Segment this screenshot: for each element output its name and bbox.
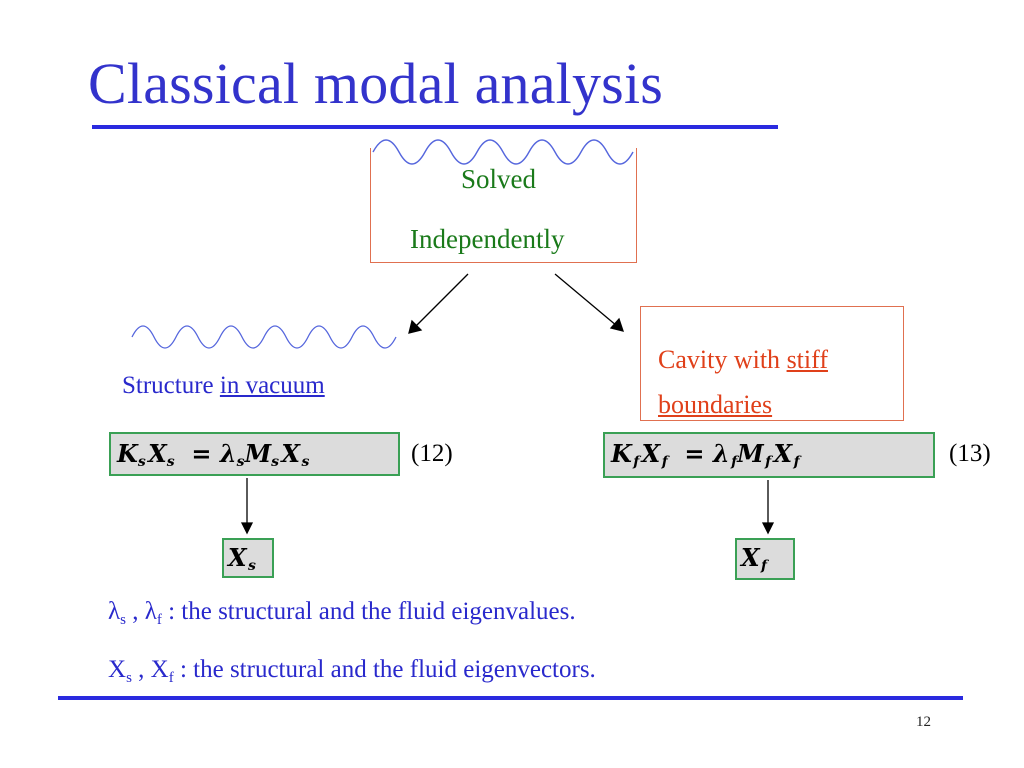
footer-rule [58, 696, 963, 700]
fluid-equation: K f X f = λ fM f X f [611, 439, 800, 470]
fluid-equation-box [603, 432, 935, 478]
wave-top [372, 139, 634, 165]
solved-independently-box [370, 148, 637, 263]
separator: , [131, 656, 151, 683]
x-s-symbol: X [108, 656, 127, 683]
independently-label: Independently [410, 224, 565, 254]
lambda-s-subscript: s [120, 612, 126, 628]
arrow-down-left [240, 478, 254, 535]
page-number: 12 [916, 714, 931, 730]
lambda-f-subscript: f [156, 612, 162, 628]
fluid-eigenvector: X f [741, 543, 768, 574]
structure-equation-box [109, 432, 400, 476]
wave-structure [131, 325, 397, 349]
structure-in-vacuum-text: in vacuum [219, 372, 325, 399]
structure-label-text: Structure [122, 372, 220, 399]
lambda-f-symbol: λ [144, 598, 157, 625]
structure-equation: Ks Xs = λsMs X s [117, 439, 310, 470]
cavity-stiff-text: stiff [786, 345, 828, 374]
eigenvalues-description: : the structural and the fluid eigenvalu… [161, 598, 576, 625]
title-underline [92, 125, 778, 129]
separator: , [125, 598, 145, 625]
x-f-symbol: X [150, 656, 169, 683]
structure-label: Structure in vacuum [122, 372, 325, 400]
structure-eigenvector: X s [228, 543, 256, 574]
slide-title: Classical modal analysis [88, 51, 664, 116]
cavity-box [640, 306, 904, 421]
solved-label: Solved [461, 164, 537, 194]
x-s-subscript: s [126, 670, 132, 686]
cavity-label: Cavity with stiff [658, 345, 828, 375]
cavity-boundaries-text: boundaries [658, 390, 773, 419]
x-f-subscript: f [168, 670, 174, 686]
equation-number-12: (12) [411, 440, 453, 467]
eigenvectors-description: : the structural and the fluid eigenvect… [173, 656, 596, 683]
fluid-eigenvector-box [735, 538, 795, 580]
arrow-down-right [761, 480, 775, 535]
structure-eigenvector-box [222, 538, 274, 578]
lambda-s-symbol: λ [108, 598, 121, 625]
legend-eigenvectors: Xs , Xf : the structural and the fluid e… [108, 656, 596, 687]
legend-eigenvalues: λs , λf : the structural and the fluid e… [108, 598, 576, 629]
arrow-left [408, 273, 469, 334]
arrow-right [554, 273, 624, 332]
equation-number-13: (13) [949, 440, 991, 467]
cavity-label-text: Cavity with [658, 345, 787, 374]
